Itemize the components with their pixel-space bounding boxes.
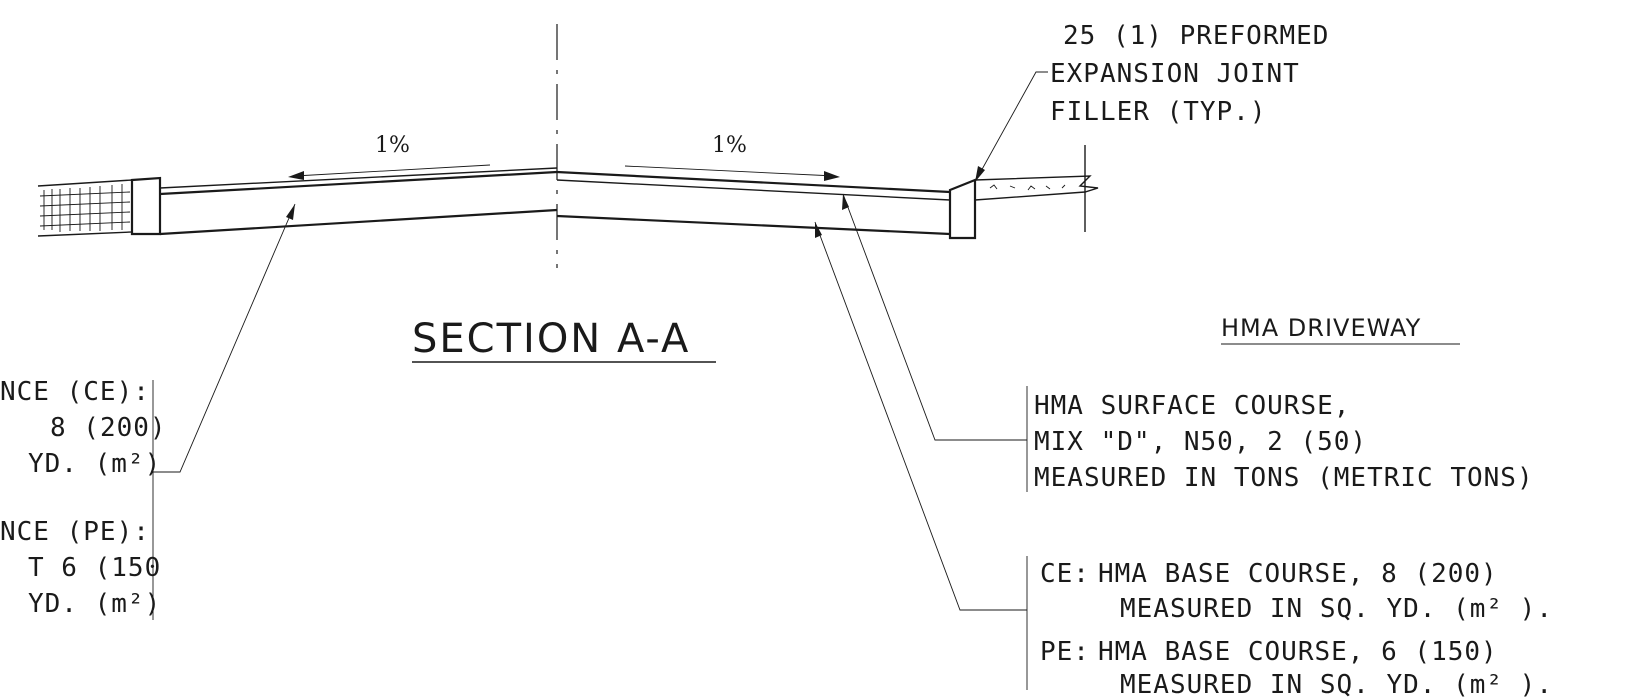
joint-note-line-2: EXPANSION JOINT <box>1050 59 1300 89</box>
left-note-pe-line-1: NCE (PE): <box>0 517 150 547</box>
surface-note-line-1: HMA SURFACE COURSE, <box>1034 391 1350 421</box>
left-slope-label: 1% <box>375 133 410 158</box>
concrete-sidewalk <box>974 145 1099 232</box>
left-curb <box>130 176 162 236</box>
joint-note-line-3: FILLER (TYP.) <box>1050 97 1267 127</box>
joint-note-line-1: 25 (1) PREFORMED <box>1063 21 1329 51</box>
pe-prefix: PE: <box>1040 637 1090 667</box>
base-course-notes: CE: HMA BASE COURSE, 8 (200) MEASURED IN… <box>814 221 1553 698</box>
left-note-ce-line-3: YD. (m²) <box>28 449 161 479</box>
left-base-note: NCE (CE): 8 (200) YD. (m²) NCE (PE): T 6… <box>0 203 296 620</box>
left-note-pe-line-2: T 6 (150 <box>28 553 161 583</box>
surface-course-note: HMA SURFACE COURSE, MIX "D", N50, 2 (50)… <box>842 193 1534 493</box>
existing-pavement-hatch <box>37 179 133 237</box>
surface-note-line-2: MIX "D", N50, 2 (50) <box>1034 427 1367 457</box>
joint-filler-note: 25 (1) PREFORMED EXPANSION JOINT FILLER … <box>974 21 1329 183</box>
right-slope-arrow: 1% <box>624 133 840 181</box>
pe-line-2: MEASURED IN SQ. YD. (m² ). <box>1120 670 1553 698</box>
right-slope-label: 1% <box>712 133 747 158</box>
left-note-ce-line-1: NCE (CE): <box>0 377 150 407</box>
driveway-title: HMA DRIVEWAY <box>1221 314 1421 342</box>
ce-line-1: HMA BASE COURSE, 8 (200) <box>1098 559 1498 589</box>
ce-line-2: MEASURED IN SQ. YD. (m² ). <box>1120 594 1553 624</box>
left-note-pe-line-3: YD. (m²) <box>28 589 161 619</box>
ce-prefix: CE: <box>1040 559 1090 589</box>
section-title: SECTION A-A <box>412 316 690 362</box>
right-pavement-slab <box>556 170 951 236</box>
left-pavement-slab <box>159 167 558 236</box>
pe-line-1: HMA BASE COURSE, 6 (150) <box>1098 637 1498 667</box>
right-curb <box>948 178 977 240</box>
surface-note-line-3: MEASURED IN TONS (METRIC TONS) <box>1034 463 1534 493</box>
left-note-ce-line-2: 8 (200) <box>50 413 167 443</box>
left-slope-arrow: 1% <box>288 133 491 180</box>
